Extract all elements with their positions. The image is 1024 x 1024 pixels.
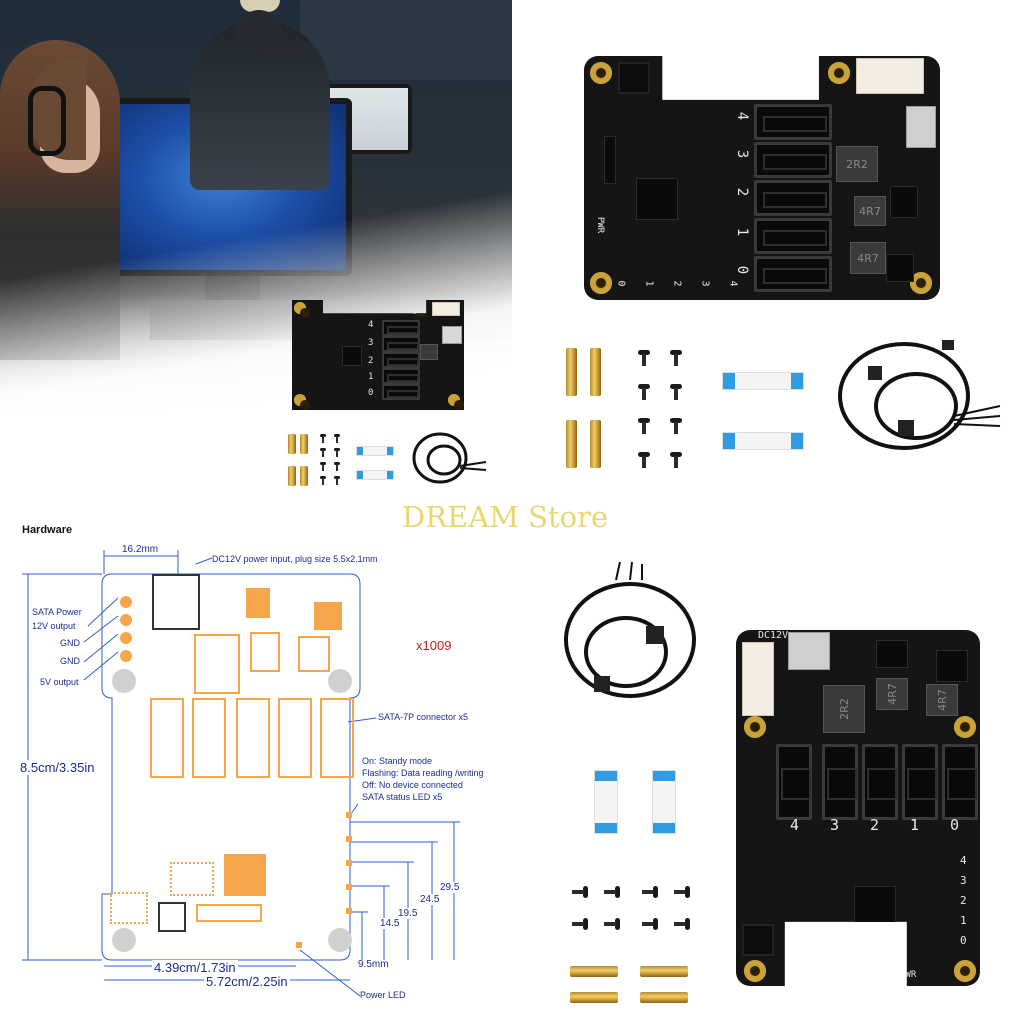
dim-outer-width: 5.72cm/2.25in (204, 974, 290, 989)
board-top: 4 3 2 1 0 0 1 2 3 4 PWR DC12V 2R2 4R7 4R… (584, 56, 940, 300)
side-label-0: 0 (960, 934, 967, 947)
led-label-3: 3 (699, 280, 711, 287)
inductor-2r2-bottom: 2R2 (823, 685, 865, 733)
dim-9-5mm: 9.5mm (358, 959, 389, 970)
label-sata-connector: SATA-7P connector x5 (378, 712, 469, 722)
side-label-3: 3 (960, 874, 967, 887)
small-label-4: 4 (368, 320, 374, 330)
dim-14-5: 14.5 (380, 918, 400, 929)
led-label: SATA status LED x5 (362, 792, 443, 802)
drawing-title: Hardware (22, 524, 73, 536)
side-label-2: 2 (960, 894, 967, 907)
inductor-4r7-bottom-b: 4R7 (926, 684, 958, 716)
label-gnd-1: GND (60, 638, 80, 648)
led-label-4: 4 (727, 280, 739, 287)
board-bottom: DC12V 2R2 4R7 4R7 4 3 2 1 0 4 3 2 1 0 PW… (736, 630, 980, 986)
label-gnd-2: GND (60, 656, 80, 666)
bottom-sata-1: 1 (910, 816, 920, 834)
side-label-1: 1 (960, 914, 967, 927)
fan-cable-small (412, 432, 487, 484)
label-5v: 5V output (40, 677, 79, 687)
small-label-2: 2 (368, 356, 374, 366)
led-label-0: 0 (615, 280, 627, 287)
pwr-label-bottom: PWR (900, 970, 917, 980)
small-label-0: 0 (368, 388, 374, 398)
inductor-2r2: 2R2 (836, 146, 878, 182)
fan-cable-top (838, 340, 1001, 450)
dim-inner-width: 4.39cm/1.73in (152, 960, 238, 975)
small-label-3: 3 (368, 338, 374, 348)
small-label-1: 1 (368, 372, 374, 382)
label-power-led: Power LED (360, 990, 406, 1000)
inductor-4r7-b: 4R7 (850, 242, 886, 274)
label-sata-power: SATA Power (32, 607, 82, 617)
dim-height: 8.5cm/3.35in (18, 760, 97, 775)
inductor-4r7-a: 4R7 (854, 196, 886, 226)
led-label-1: 1 (643, 280, 655, 287)
led-label-2: 2 (671, 280, 683, 287)
sata-label-1: 1 (734, 227, 751, 237)
dim-24-5: 24.5 (420, 894, 440, 905)
label-12v: 12V output (32, 621, 76, 631)
led-flashing: Flashing: Data reading /writing (362, 768, 484, 778)
sata-label-2: 2 (734, 187, 751, 197)
dc-label-bottom: DC12V (758, 630, 789, 641)
pwr-label: PWR (595, 216, 606, 234)
dim-19-5: 19.5 (398, 908, 418, 919)
side-label-4: 4 (960, 854, 967, 867)
sata-label-0: 0 (734, 265, 751, 275)
bottom-sata-2: 2 (870, 816, 880, 834)
sata-label-4: 4 (734, 111, 751, 121)
led-off: Off: No device connected (362, 780, 463, 790)
board-small: 4 3 2 1 0 (292, 300, 464, 410)
bottom-sata-3: 3 (830, 816, 840, 834)
sata-label-3: 3 (734, 149, 751, 159)
inductor-4r7-bottom-a: 4R7 (876, 678, 908, 710)
bottom-sata-0: 0 (950, 816, 960, 834)
fan-cable-bottom (564, 561, 696, 698)
bottom-sata-4: 4 (790, 816, 800, 834)
dim-29-5: 29.5 (440, 882, 460, 893)
dim-16-2mm: 16.2mm (122, 544, 159, 555)
dc-label: DC12V (910, 61, 921, 89)
hardware-drawing: Hardware (0, 512, 512, 1024)
store-watermark: DREAM Store (402, 500, 609, 534)
led-on: On: Standy mode (362, 756, 433, 766)
product-code: x1009 (416, 638, 452, 653)
label-power-input: DC12V power input, plug size 5.5x2.1mm (212, 554, 378, 564)
